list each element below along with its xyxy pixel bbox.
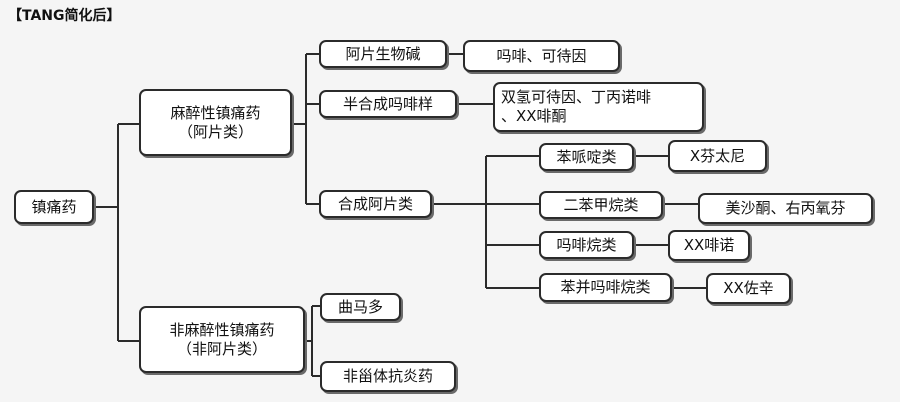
nsaid-node: 非甾体抗炎药: [320, 361, 456, 392]
morphinan-example-label: XX啡诺: [683, 236, 735, 254]
phenylpiperidine-example-node: X芬太尼: [668, 140, 767, 172]
semi-synthetic-node: 半合成吗啡样: [319, 90, 457, 118]
diphenylheptane-node: 二苯甲烷类: [539, 191, 663, 219]
root-label: 镇痛药: [31, 197, 77, 216]
diphenylheptane-label: 二苯甲烷类: [563, 195, 639, 214]
narcotic-node: 麻醉性镇痛药 （阿片类）: [139, 89, 292, 156]
tramadol-label: 曲马多: [337, 297, 383, 316]
opium-alkaloids-examples-node: 吗啡、可待因: [463, 40, 620, 72]
phenylpiperidine-example-label: X芬太尼: [689, 146, 746, 165]
non-narcotic-sub: （非阿片类）: [176, 339, 267, 358]
opium-alkaloids-examples-label: 吗啡、可待因: [496, 46, 587, 65]
page-title: 【TANG简化后】: [8, 8, 121, 24]
nsaid-label: 非甾体抗炎药: [342, 367, 433, 385]
benzomorphan-node: 苯并吗啡烷类: [539, 273, 672, 302]
morphinan-example-node: XX啡诺: [668, 230, 750, 261]
diphenylheptane-example-label: 美沙酮、右丙氧芬: [725, 199, 846, 217]
opium-alkaloids-label: 阿片生物碱: [345, 44, 421, 63]
benzomorphan-example-label: XX佐辛: [723, 279, 774, 297]
non-narcotic-label: 非麻醉性镇痛药: [169, 320, 275, 339]
synthetic-opioids-node: 合成阿片类: [319, 190, 432, 218]
opium-alkaloids-node: 阿片生物碱: [319, 40, 447, 68]
synthetic-opioids-label: 合成阿片类: [337, 194, 413, 213]
semi-synthetic-examples-line2: 、XX啡酮: [501, 107, 567, 125]
morphinan-node: 吗啡烷类: [539, 231, 634, 259]
morphinan-label: 吗啡烷类: [556, 235, 617, 254]
non-narcotic-node: 非麻醉性镇痛药 （非阿片类）: [139, 306, 305, 373]
semi-synthetic-examples-node: 双氢可待因、丁丙诺啡 、XX啡酮: [493, 82, 704, 132]
phenylpiperidine-node: 苯哌啶类: [539, 143, 634, 171]
semi-synthetic-examples-line1: 双氢可待因、丁丙诺啡: [501, 88, 652, 106]
narcotic-label: 麻醉性镇痛药: [170, 103, 261, 122]
diphenylheptane-example-node: 美沙酮、右丙氧芬: [698, 193, 873, 224]
tramadol-node: 曲马多: [320, 293, 401, 321]
benzomorphan-label: 苯并吗啡烷类: [560, 278, 651, 296]
root-node: 镇痛药: [14, 190, 94, 224]
benzomorphan-example-node: XX佐辛: [706, 273, 791, 304]
phenylpiperidine-label: 苯哌啶类: [556, 147, 617, 166]
narcotic-sub: （阿片类）: [177, 122, 253, 141]
semi-synthetic-label: 半合成吗啡样: [342, 94, 433, 113]
